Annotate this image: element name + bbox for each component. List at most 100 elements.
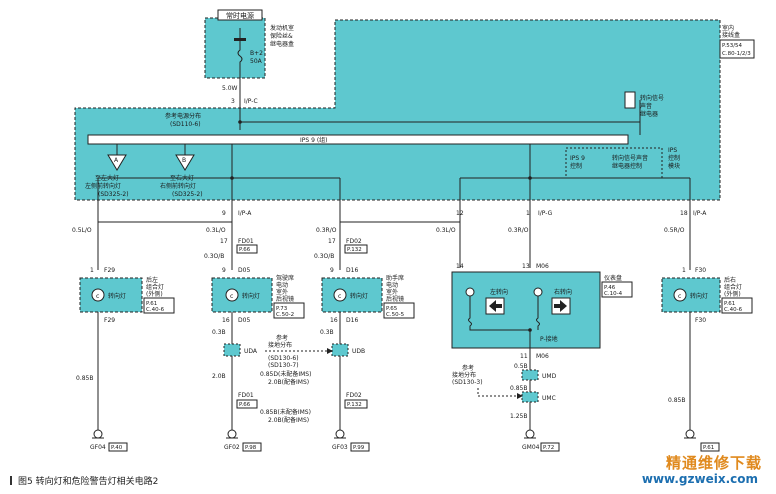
svg-text:转向灯: 转向灯 [690,292,708,300]
splice-uda [223,343,241,357]
svg-text:后视镜: 后视镜 [386,295,404,303]
svg-text:助手席: 助手席 [386,274,404,282]
svg-text:GF02: GF02 [224,444,240,451]
svg-text:转向灯: 转向灯 [242,292,260,300]
svg-text:控制: 控制 [668,154,680,162]
svg-text:发动机室: 发动机室 [270,24,294,32]
svg-text:保险丝&: 保险丝& [270,32,293,40]
svg-text:IPS 9: IPS 9 [570,155,585,162]
svg-text:P.66: P.66 [239,247,251,253]
svg-text:0.85B(未配备IMS): 0.85B(未配备IMS) [260,408,311,416]
ground-gf03: GF03 P.99 [332,429,370,452]
svg-text:GF03: GF03 [332,444,348,451]
svg-text:继电器盒: 继电器盒 [270,40,294,48]
svg-text:接线盒: 接线盒 [722,31,740,39]
svg-text:P.61: P.61 [146,301,157,307]
instrument-cluster: 14 13 M06 左转向 右转向 P-接地 仪表盘 P.46 C.10-4 [451,263,633,350]
svg-text:I/P-C: I/P-C [244,98,258,105]
svg-text:P.72: P.72 [543,445,554,451]
svg-text:(SD110-6): (SD110-6) [170,121,201,128]
svg-text:0.5B: 0.5B [514,363,528,370]
svg-text:0.3L/O: 0.3L/O [436,227,456,234]
svg-text:P-接地: P-接地 [540,335,558,343]
left-arrow-icon [489,300,502,312]
svg-text:0.3R/O: 0.3R/O [508,227,529,234]
svg-text:组合灯: 组合灯 [724,283,742,291]
svg-text:I/P-A: I/P-A [238,210,252,217]
svg-text:P.99: P.99 [353,445,365,451]
svg-text:D05: D05 [238,267,250,274]
svg-text:9: 9 [222,210,226,217]
svg-text:(SD130-3): (SD130-3) [452,379,483,386]
svg-text:参考电源分布: 参考电源分布 [165,112,201,120]
svg-text:17: 17 [220,238,228,245]
svg-text:C.40-6: C.40-6 [724,307,743,313]
svg-text:50A: 50A [250,58,263,65]
svg-text:组合灯: 组合灯 [146,283,164,291]
svg-text:c: c [678,293,681,300]
ground-right: P.61 [684,429,720,452]
svg-text:D16: D16 [346,317,358,324]
svg-text:14: 14 [456,263,464,270]
svg-text:0.3O/B: 0.3O/B [204,253,224,260]
svg-text:继电器: 继电器 [640,110,658,118]
svg-text:接地分布: 接地分布 [268,341,292,349]
svg-text:FD02: FD02 [346,392,362,399]
svg-text:右侧前转向灯: 右侧前转向灯 [160,182,196,190]
svg-text:P.66: P.66 [239,402,251,408]
svg-text:0.85D(未配备IMS): 0.85D(未配备IMS) [260,370,311,378]
svg-text:转向灯: 转向灯 [350,292,368,300]
splice-umd [521,369,539,381]
svg-text:0.85B: 0.85B [668,397,685,404]
svg-text:D05: D05 [238,317,250,324]
svg-text:(SD325-2): (SD325-2) [98,191,129,198]
svg-text:1: 1 [526,210,530,217]
figure-caption: 图5 转向灯和危险警告灯相关电路2 [10,474,158,487]
lamp-rear-left: c 转向灯 后左 组合灯 (外侧) P.61 C.40-6 [79,276,175,314]
svg-text:16: 16 [222,317,230,324]
svg-text:声音: 声音 [640,102,652,110]
svg-text:B+2: B+2 [250,50,263,57]
svg-text:IPS: IPS [668,147,677,154]
svg-text:B: B [182,157,186,164]
svg-text:UDA: UDA [244,348,258,355]
svg-text:1: 1 [90,267,94,274]
svg-text:11: 11 [520,353,528,360]
svg-text:UMC: UMC [542,395,556,402]
svg-text:(SD325-2): (SD325-2) [172,191,203,198]
svg-text:后左: 后左 [146,276,158,284]
svg-text:16: 16 [330,317,338,324]
svg-text:室外: 室外 [386,288,398,296]
splice-udb [331,343,349,357]
ips-bus-bar [87,134,629,145]
lamp-rear-right: c 转向灯 后右 组合灯 (外侧) P.61 C.40-6 [661,276,753,314]
svg-text:5.0W: 5.0W [222,85,238,92]
svg-text:2.0B(配备IMS): 2.0B(配备IMS) [268,378,309,386]
turn-signal-relay [624,91,636,109]
svg-text:左转向: 左转向 [490,288,508,296]
svg-text:IPS 9 (组): IPS 9 (组) [300,136,328,144]
svg-text:0.3O/B: 0.3O/B [314,253,334,260]
svg-text:UMD: UMD [542,373,557,380]
svg-text:P.73: P.73 [276,306,288,312]
svg-text:(外侧): (外侧) [146,290,163,298]
svg-text:电动: 电动 [386,281,398,289]
svg-text:C.80-1/2/3: C.80-1/2/3 [722,51,751,57]
svg-text:0.3L/O: 0.3L/O [206,227,226,234]
svg-text:0.85B: 0.85B [76,375,93,382]
svg-text:0.5L/O: 0.5L/O [72,227,92,234]
svg-text:2.0B: 2.0B [212,373,226,380]
svg-text:(SD130-6): (SD130-6) [268,355,299,362]
svg-text:电动: 电动 [276,281,288,289]
svg-text:控制: 控制 [570,162,582,170]
svg-text:I/P-A: I/P-A [693,210,707,217]
svg-text:后右: 后右 [724,276,736,284]
svg-text:18: 18 [680,210,688,217]
ground-gf04: GF04 P.40 [90,429,128,452]
svg-text:F30: F30 [695,267,706,274]
svg-text:P.46: P.46 [604,285,616,291]
svg-text:P.98: P.98 [245,445,257,451]
svg-text:室内: 室内 [722,24,734,32]
constant-power-label: 常时电源 [226,11,254,20]
